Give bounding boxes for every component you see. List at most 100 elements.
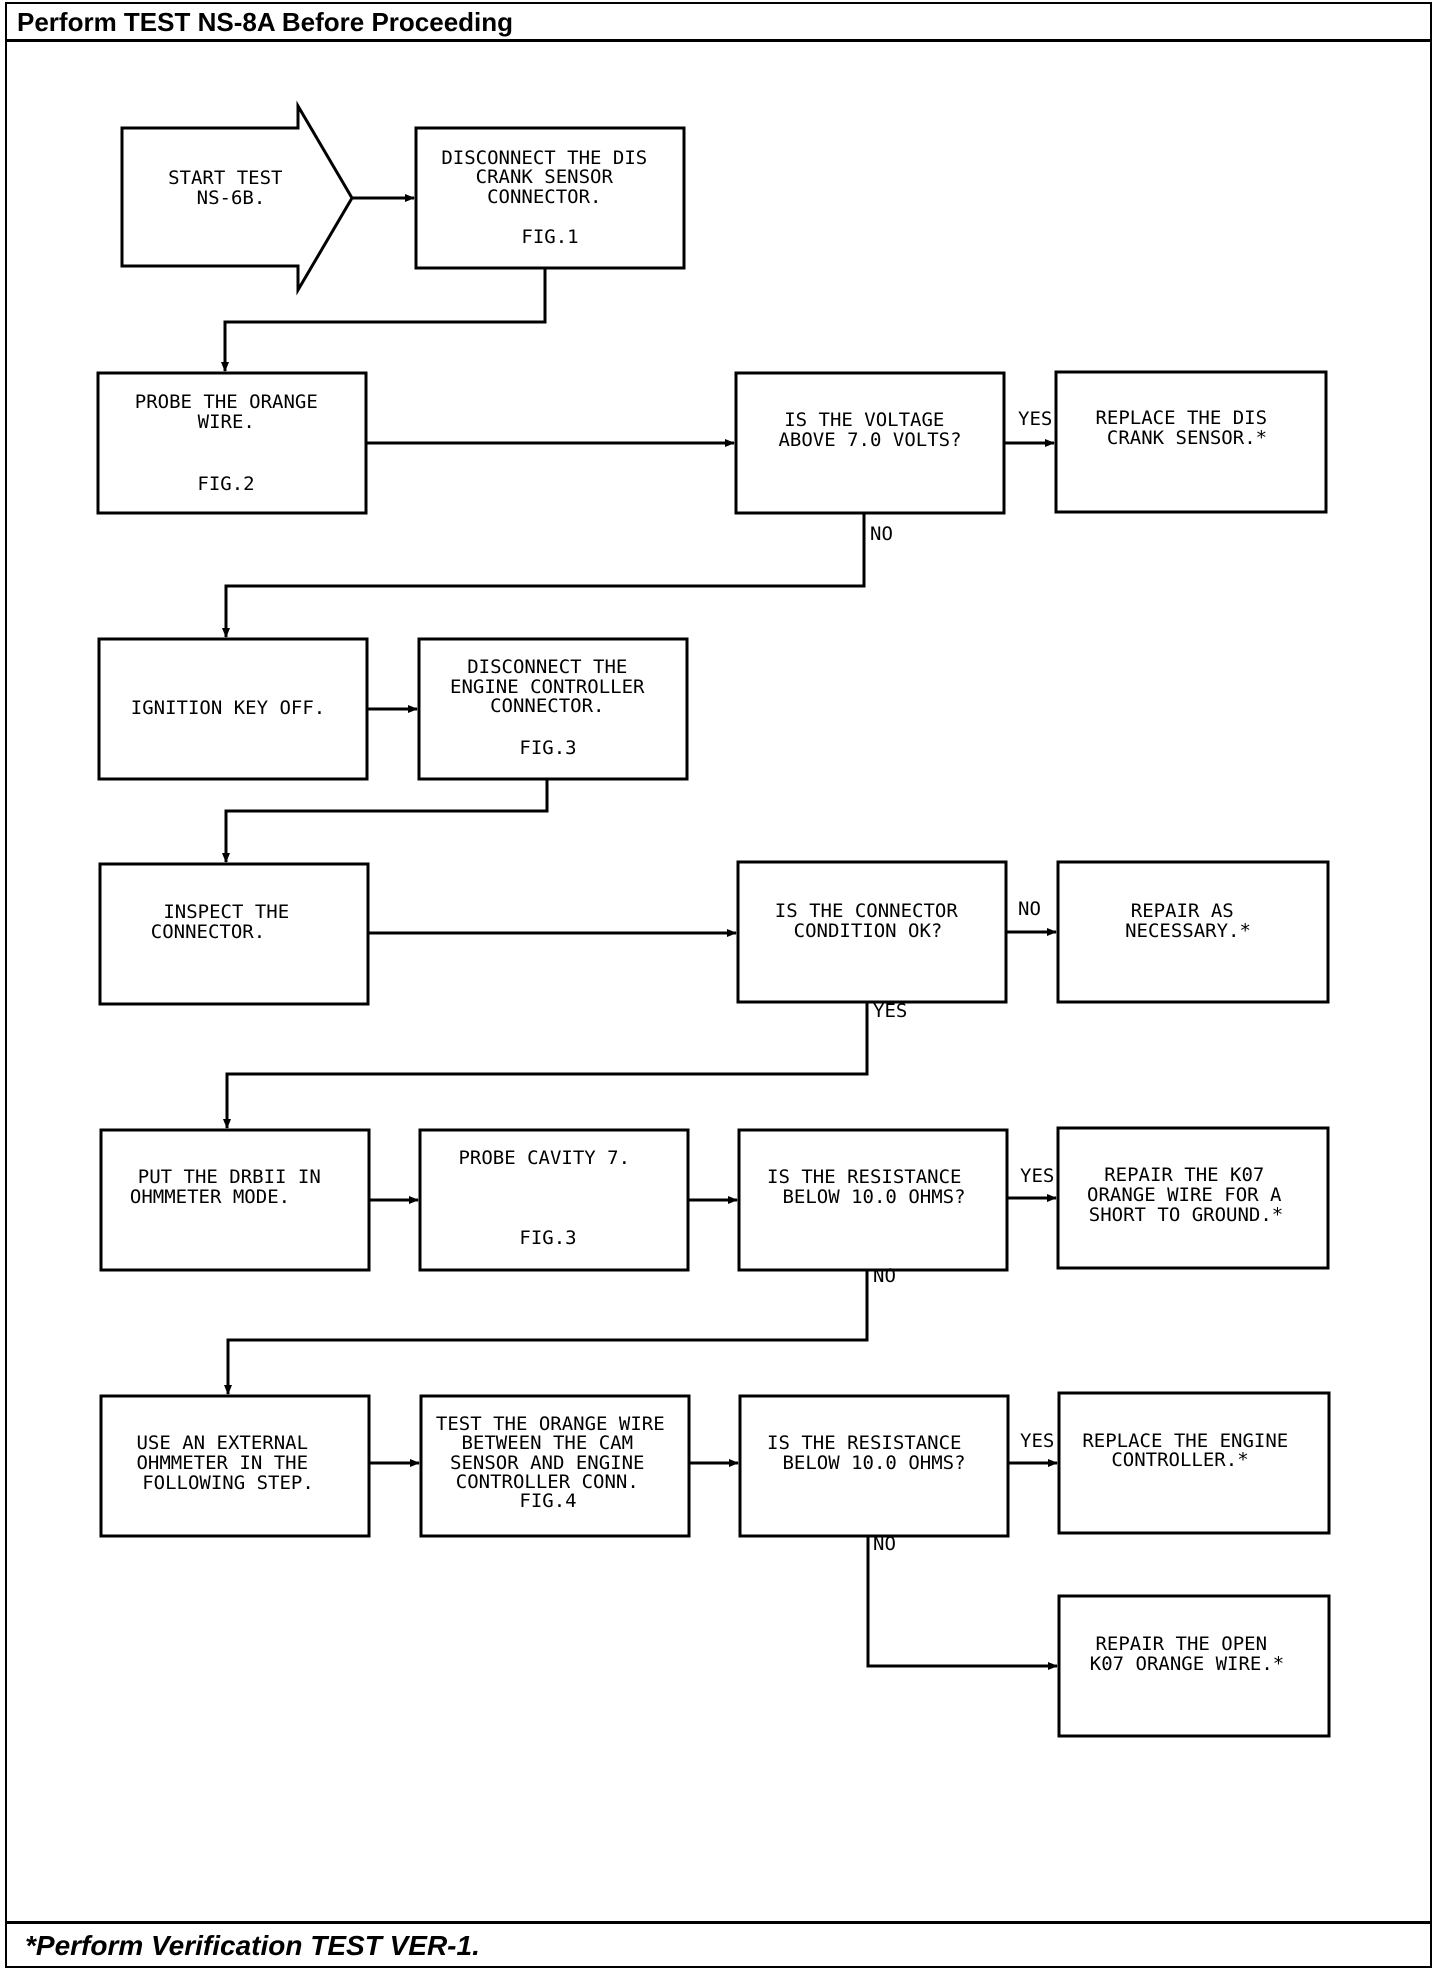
- box-line: K07 ORANGE WIRE.*: [1090, 1653, 1284, 1675]
- box-line: TEST THE ORANGE WIRE: [436, 1413, 665, 1435]
- box-line: FIG.2: [197, 473, 254, 495]
- box-line: FIG.1: [521, 226, 578, 248]
- box-line: IS THE RESISTANCE: [767, 1432, 961, 1454]
- box-line: ENGINE CONTROLLER: [450, 676, 645, 698]
- label-no: NO: [870, 523, 893, 545]
- svg-text:DISCONNECT THE ENGINE: DISCONNECT THE ENGINE CONTROLLER CONNECT…: [450, 656, 656, 759]
- box-line: CONTROLLER CONN.: [456, 1471, 639, 1493]
- svg-text:IS THE CONNECTOR CONDI: IS THE CONNECTOR CONDITION OK?: [775, 900, 969, 942]
- svg-text:PUT THE DRBII IN OHMME: PUT THE DRBII IN OHMMETER MODE.: [130, 1166, 332, 1208]
- svg-text:REPLACE THE ENGINE CON: REPLACE THE ENGINE CONTROLLER.*: [1082, 1430, 1299, 1471]
- label-yes: YES: [1018, 408, 1052, 430]
- box-line: INSPECT THE: [163, 901, 289, 923]
- box-ohmmeter-mode: PUT THE DRBII IN OHMMETER MODE.: [99, 1128, 371, 1272]
- box-line: IGNITION KEY OFF.: [131, 697, 325, 719]
- box-replace-engine: REPLACE THE ENGINE CONTROLLER.*: [1057, 1391, 1331, 1535]
- box-line: OHMMETER MODE.: [130, 1186, 290, 1208]
- box-line: CONTROLLER.*: [1111, 1449, 1248, 1471]
- box-probe-cavity: PROBE CAVITY 7. FIG.3: [418, 1128, 690, 1272]
- box-line: FOLLOWING STEP.: [142, 1472, 314, 1494]
- box-line: REPAIR AS: [1131, 900, 1234, 922]
- decision-resistance-2: IS THE RESISTANCE BELOW 10.0 OHMS?: [738, 1394, 1010, 1538]
- box-disconnect-engine: DISCONNECT THE ENGINE CONTROLLER CONNECT…: [417, 637, 689, 781]
- box-line: REPLACE THE ENGINE: [1082, 1430, 1288, 1452]
- svg-text:IS THE RESISTANCE BELO: IS THE RESISTANCE BELOW 10.0 OHMS?: [767, 1166, 973, 1208]
- svg-text:TEST THE ORANGE WIRE B: TEST THE ORANGE WIRE BETWEEN THE CAM SEN…: [436, 1413, 676, 1512]
- box-line: BELOW 10.0 OHMS?: [782, 1186, 965, 1208]
- box-line: ORANGE WIRE FOR A: [1087, 1184, 1282, 1206]
- svg-text:REPAIR THE K07 ORANGE: REPAIR THE K07 ORANGE WIRE FOR A SHORT T…: [1087, 1164, 1293, 1226]
- box-repair-necessary: REPAIR AS NECESSARY.*: [1056, 860, 1330, 1004]
- box-line: CONNECTOR.: [151, 921, 265, 943]
- box-line: IS THE VOLTAGE: [784, 409, 944, 431]
- box-line: FIG.3: [519, 737, 576, 759]
- box-line: CRANK SENSOR: [476, 166, 614, 188]
- start-line: START TEST: [168, 167, 282, 189]
- decision-resistance-1: IS THE RESISTANCE BELOW 10.0 OHMS?: [737, 1128, 1009, 1272]
- label-yes: YES: [1020, 1430, 1054, 1452]
- arrow-connector-yes: [223, 1002, 869, 1129]
- arrow-res1-no: [224, 1270, 869, 1395]
- box-line: DISCONNECT THE: [467, 656, 627, 678]
- box-line: REPAIR THE K07: [1104, 1164, 1264, 1186]
- box-line: FIG.3: [519, 1227, 576, 1249]
- header-bar: Perform TEST NS-8A Before Proceeding: [7, 4, 1430, 42]
- box-line: CONNECTOR.: [490, 695, 604, 717]
- label-no: NO: [873, 1533, 896, 1555]
- svg-text:IGNITION KEY OFF.: IGNITION KEY OFF.: [131, 697, 325, 719]
- svg-text:IS THE RESISTANCE BELO: IS THE RESISTANCE BELOW 10.0 OHMS?: [767, 1432, 973, 1474]
- box-line: PUT THE DRBII IN: [138, 1166, 321, 1188]
- connectors: [221, 194, 1058, 1670]
- box-line: USE AN EXTERNAL: [136, 1432, 308, 1454]
- decision-voltage: IS THE VOLTAGE ABOVE 7.0 VOLTS?: [734, 371, 1006, 515]
- arrow-disconnect-to-inspect: [222, 779, 549, 863]
- box-line: PROBE THE ORANGE: [135, 391, 318, 413]
- svg-text:IS THE VOLTAGE ABOVE 7: IS THE VOLTAGE ABOVE 7.0 VOLTS?: [778, 409, 961, 451]
- box-line: ABOVE 7.0 VOLTS?: [778, 429, 961, 451]
- svg-text:REPLACE THE DIS CRANK: REPLACE THE DIS CRANK SENSOR.*: [1095, 407, 1278, 449]
- box-line: CRANK SENSOR.*: [1107, 427, 1267, 449]
- box-repair-short: REPAIR THE K07 ORANGE WIRE FOR A SHORT T…: [1056, 1126, 1330, 1270]
- box-line: PROBE CAVITY 7.: [458, 1147, 630, 1169]
- arrow-voltage-no: [222, 513, 866, 638]
- box-line: IS THE RESISTANCE: [767, 1166, 961, 1188]
- verification-note: *Perform Verification TEST VER-1.: [25, 1930, 480, 1961]
- label-yes: YES: [873, 1000, 907, 1022]
- box-line: DISCONNECT THE DIS: [441, 147, 647, 169]
- decision-connector: IS THE CONNECTOR CONDITION OK?: [736, 860, 1008, 1004]
- box-line: BELOW 10.0 OHMS?: [782, 1452, 965, 1474]
- box-test-orange: TEST THE ORANGE WIRE BETWEEN THE CAM SEN…: [419, 1394, 691, 1538]
- box-line: NECESSARY.*: [1125, 920, 1251, 942]
- box-line: REPLACE THE DIS: [1095, 407, 1267, 429]
- box-disconnect-crank: DISCONNECT THE DIS CRANK SENSOR CONNECTO…: [414, 126, 686, 270]
- box-inspect: INSPECT THE CONNECTOR.: [98, 862, 370, 1006]
- page-title: Perform TEST NS-8A Before Proceeding: [17, 7, 514, 37]
- box-line: BETWEEN THE CAM: [461, 1432, 633, 1454]
- box-key-off: IGNITION KEY OFF.: [97, 637, 369, 781]
- page-frame: [5, 2, 1432, 1968]
- box-line: WIRE.: [198, 411, 255, 433]
- svg-text:REPAIR THE OPEN K07 OR: REPAIR THE OPEN K07 ORANGE WIRE.*: [1090, 1633, 1284, 1675]
- svg-text:PROBE CAVITY 7. FIG.3: PROBE CAVITY 7. FIG.3: [458, 1147, 641, 1249]
- label-no: NO: [1018, 898, 1041, 920]
- label-yes: YES: [1020, 1165, 1054, 1187]
- label-no: NO: [873, 1265, 896, 1287]
- arrow-disconnect-to-probe: [221, 268, 547, 372]
- box-line: SHORT TO GROUND.*: [1089, 1204, 1283, 1226]
- footer-bar: *Perform Verification TEST VER-1.: [7, 1921, 1430, 1966]
- start-arrow-shape: [120, 100, 354, 296]
- svg-text:INSPECT THE CONNECTOR.: INSPECT THE CONNECTOR.: [151, 901, 301, 943]
- box-line: CONDITION OK?: [794, 920, 943, 942]
- box-line: IS THE CONNECTOR: [775, 900, 959, 922]
- box-line: REPAIR THE OPEN: [1095, 1633, 1267, 1655]
- box-line: SENSOR AND ENGINE: [450, 1452, 644, 1474]
- svg-text:DISCONNECT THE DIS CRA: DISCONNECT THE DIS CRANK SENSOR CONNECTO…: [441, 147, 658, 248]
- svg-text:REPAIR AS NECESSARY.*: REPAIR AS NECESSARY.*: [1125, 900, 1251, 942]
- svg-text:PROBE THE ORANGE WIRE.: PROBE THE ORANGE WIRE. FIG.2: [135, 391, 329, 495]
- start-label: START TEST NS-6B.: [168, 167, 294, 209]
- box-probe-orange: PROBE THE ORANGE WIRE. FIG.2: [96, 371, 368, 515]
- start-line: NS-6B.: [197, 187, 266, 209]
- box-repair-open: REPAIR THE OPEN K07 ORANGE WIRE.*: [1057, 1594, 1331, 1738]
